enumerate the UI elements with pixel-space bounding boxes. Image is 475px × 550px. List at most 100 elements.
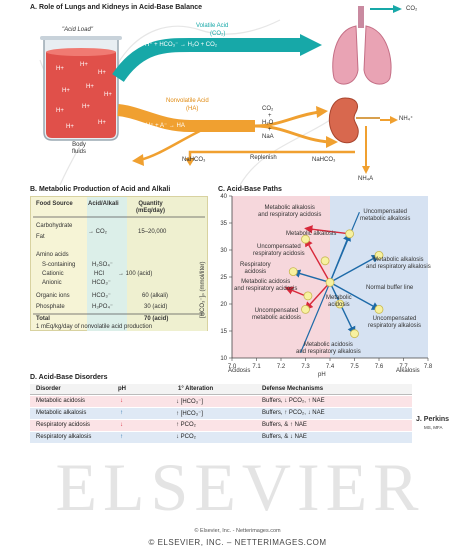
acid-base-path-arrow [304, 225, 350, 235]
footer-large: © ELSEVIER, INC. – NETTERIMAGES.COM [148, 538, 327, 547]
b-row-acid-1: → CO₂ [88, 229, 107, 235]
c-label-4: Respiratory acidosis [240, 262, 271, 275]
b-row-qty-6: 60 (alkali) [142, 293, 169, 299]
d-row-3: Respiratory alkalosis ↑ ↓ PCO₂ Buffers, … [30, 432, 412, 443]
co2-exhaled-label: CO₂ [406, 6, 418, 12]
b-row-acid-4: HCl [94, 271, 104, 277]
b-row-food-2: Amino acids [36, 252, 69, 258]
c-acidosis-label: Acidosis [228, 368, 251, 374]
acidosis-region [232, 196, 330, 358]
signature-credentials: MS, MFA [424, 425, 443, 430]
h-ion-3: H+ [98, 70, 106, 76]
y-tick-label: 10 [220, 356, 227, 362]
d-row-3-ph: ↑ [120, 434, 123, 440]
state-point [374, 305, 384, 314]
y-tick-label: 15 [220, 329, 227, 335]
x-tick-label: 7.2 [277, 364, 286, 370]
volatile-acid-sub: (CO₂) [210, 31, 226, 37]
x-tick-label: 7.1 [252, 364, 261, 370]
nh4-label: NH₄⁺ [399, 116, 414, 122]
d-row-2-def: Buffers, & ↑ NAE [262, 422, 307, 428]
x-tick-label: 7.7 [399, 364, 408, 370]
acid-base-path-arrow [329, 232, 351, 283]
c-label-8: Metabolic acidosis [326, 295, 352, 308]
c-label-0: Metabolic alkalosis and respiratory acid… [258, 205, 322, 218]
c-label-5: Metabolic alkalosis and respiratory alka… [366, 257, 431, 270]
x-tick-label: 7.6 [375, 364, 384, 370]
x-tick-label: 7.3 [301, 364, 310, 370]
x-tick-label: 7.8 [424, 364, 433, 370]
c-label-6: Metabolic acidosis and respiratory acido… [234, 279, 298, 292]
kidney-co2: CO₂ [262, 106, 274, 112]
b-row-qty-7: 30 (acid) [144, 304, 168, 310]
nonvolatile-acid-title: Nonvolatile Acid [166, 98, 209, 104]
kidney-h2o: H₂O [262, 120, 274, 126]
b-row-food-3: S-containing [42, 262, 76, 268]
b-row-food-7: Phosphate [36, 304, 65, 310]
b-row-qty-4: → 100 (acid) [118, 271, 153, 277]
d-row-1-alt: ↑ [HCO₃⁻] [176, 411, 203, 417]
volatile-acid-arrow [112, 38, 300, 83]
y-tick-label: 30 [220, 248, 227, 254]
kidney-icon [328, 97, 398, 174]
c-label-1: Uncompensated metabolic alkalosis [360, 209, 411, 222]
b-row-food-5: Anionic [42, 280, 62, 286]
state-point [288, 267, 298, 276]
c-label-10: Uncompensated respiratory alkalosis [368, 316, 422, 329]
d-row-3-def: Buffers, & ↓ NAE [262, 434, 307, 440]
b-row-qty-1: 15–20,000 [138, 229, 167, 235]
b-total-label: Total [36, 316, 50, 322]
d-row-0-alt: ↓ [HCO₃⁻] [176, 399, 203, 405]
d-header-defense: Defense Mechanisms [262, 386, 324, 392]
beaker-icon [40, 36, 122, 141]
nahco3-right-label: NaHCO₃ [312, 157, 336, 163]
y-tick-label: 25 [220, 275, 227, 281]
h-ion-10: H+ [66, 124, 74, 130]
d-row-1-ph: ↑ [120, 410, 123, 416]
d-row-0-ph: ↓ [120, 398, 123, 404]
elsevier-watermark: ELSEVIER [55, 449, 425, 525]
b-header-qty: Quantity (mEq/day) [136, 201, 166, 214]
c-ylabel: [HCO₃⁻]ₚ (mmol/liter) [200, 261, 206, 318]
acid-base-path-arrow [304, 237, 331, 283]
section-d-title: D. Acid-Base Disorders [30, 374, 108, 381]
c-alkalosis-label: Alkalosis [396, 368, 420, 374]
state-point [350, 329, 359, 339]
acid-base-path-arrow [304, 281, 331, 311]
h-ion-6: H+ [104, 92, 112, 98]
h-ion-5: H+ [86, 84, 94, 90]
b-row-acid-7: H₃PO₄⁻ [92, 304, 114, 310]
replenish-arrow [188, 150, 355, 158]
section-c-title: C. Acid-Base Paths [218, 186, 282, 193]
h-ion-4: H+ [62, 88, 70, 94]
x-tick-label: 7.5 [350, 364, 359, 370]
d-row-2-ph: ↓ [120, 422, 123, 428]
nonvolatile-acid-sub: (HA) [186, 106, 199, 112]
d-row-2: Respiratory acidosis ↓ ↑ PCO₂ Buffers, &… [30, 420, 412, 431]
h-ion-2: H+ [80, 62, 88, 68]
y-tick-label: 35 [220, 221, 227, 227]
footer-small: © Elsevier, Inc. - Netterimages.com [194, 528, 281, 534]
section-a-diagram [39, 5, 402, 186]
nonvolatile-acid-arrow [117, 104, 255, 132]
body-fluids-label: Body fluids [72, 142, 87, 155]
kidney-naa: NaA [262, 134, 274, 140]
y-tick-label: 40 [220, 194, 227, 200]
acid-base-path-arrow [291, 269, 331, 284]
c-xlabel: pH [318, 372, 326, 378]
d-header-alteration: 1° Alteration [178, 386, 214, 392]
c-label-7: Normal buffer line [366, 285, 414, 291]
acid-load-label: "Acid Load" [62, 27, 93, 33]
metabolic-production-table [30, 196, 208, 331]
y-tick-label: 20 [220, 302, 227, 308]
section-b-title: B. Metabolic Production of Acid and Alka… [30, 186, 171, 193]
d-row-0-disorder: Metabolic acidosis [36, 398, 86, 404]
b-header-food: Food Source [36, 201, 73, 207]
nonvolatile-equation: H⁺ + A⁻ → HA [146, 123, 185, 129]
lungs-icon [332, 5, 402, 85]
state-point [320, 256, 330, 266]
d-row-2-alt: ↑ PCO₂ [176, 422, 196, 428]
b-row-food-6: Organic ions [36, 293, 70, 299]
b-row-acid-5: HCO₃⁻ [92, 280, 111, 286]
d-row-0-def: Buffers, ↓ PCO₂, ↑ NAE [262, 398, 325, 404]
